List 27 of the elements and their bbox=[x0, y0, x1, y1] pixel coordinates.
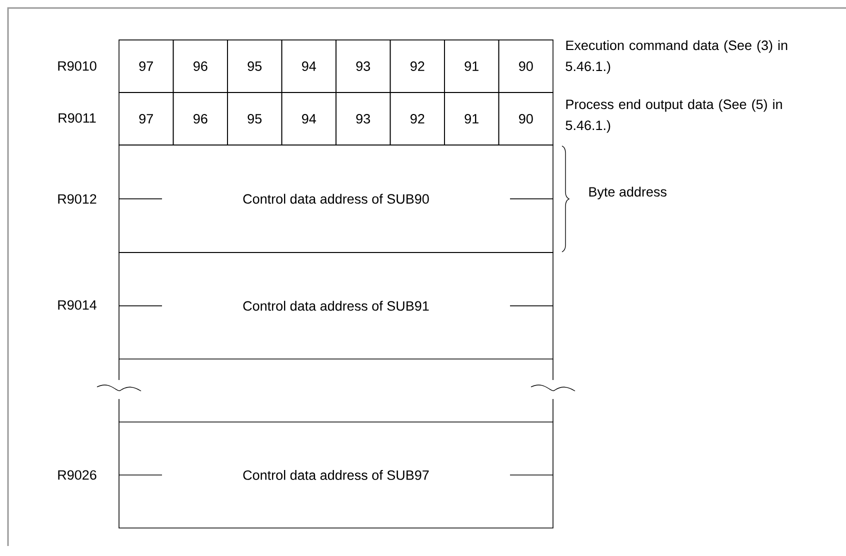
bit-cell: 96 bbox=[172, 92, 228, 146]
note-text: Process end output data (See (5) in 5.46.1.) bbox=[566, 99, 782, 133]
bit-cell: 90 bbox=[498, 40, 554, 93]
register-label: R9014 bbox=[58, 300, 96, 310]
bit-cell: 92 bbox=[390, 92, 445, 146]
bit-cell: 97 bbox=[118, 92, 174, 146]
address-row: Control data address of SUB91 bbox=[118, 252, 554, 360]
bit-cell: 93 bbox=[336, 40, 391, 93]
address-row: Control data address of SUB97 bbox=[118, 422, 554, 528]
bit-cell: 90 bbox=[498, 92, 554, 146]
bit-cell: 91 bbox=[444, 40, 500, 93]
bit-cell: 95 bbox=[227, 40, 282, 93]
register-label: R9011 bbox=[58, 113, 96, 123]
bit-cell: 95 bbox=[227, 92, 282, 146]
bit-cell: 96 bbox=[172, 40, 228, 93]
bit-cell: 92 bbox=[390, 40, 445, 93]
address-row: Control data address of SUB90 bbox=[118, 144, 554, 253]
bit-cell: 97 bbox=[118, 40, 174, 93]
bit-cell: 94 bbox=[281, 40, 336, 93]
register-label: R9010 bbox=[58, 61, 96, 71]
bit-cell: 94 bbox=[281, 92, 336, 146]
bit-cell: 93 bbox=[336, 92, 391, 146]
note-text: Execution command data (See (3) in 5.46.1.) bbox=[566, 40, 788, 74]
brace-label: Byte address bbox=[589, 186, 666, 200]
register-label: R9012 bbox=[58, 194, 96, 204]
bit-cell: 91 bbox=[444, 92, 500, 146]
register-label: R9026 bbox=[58, 470, 96, 480]
